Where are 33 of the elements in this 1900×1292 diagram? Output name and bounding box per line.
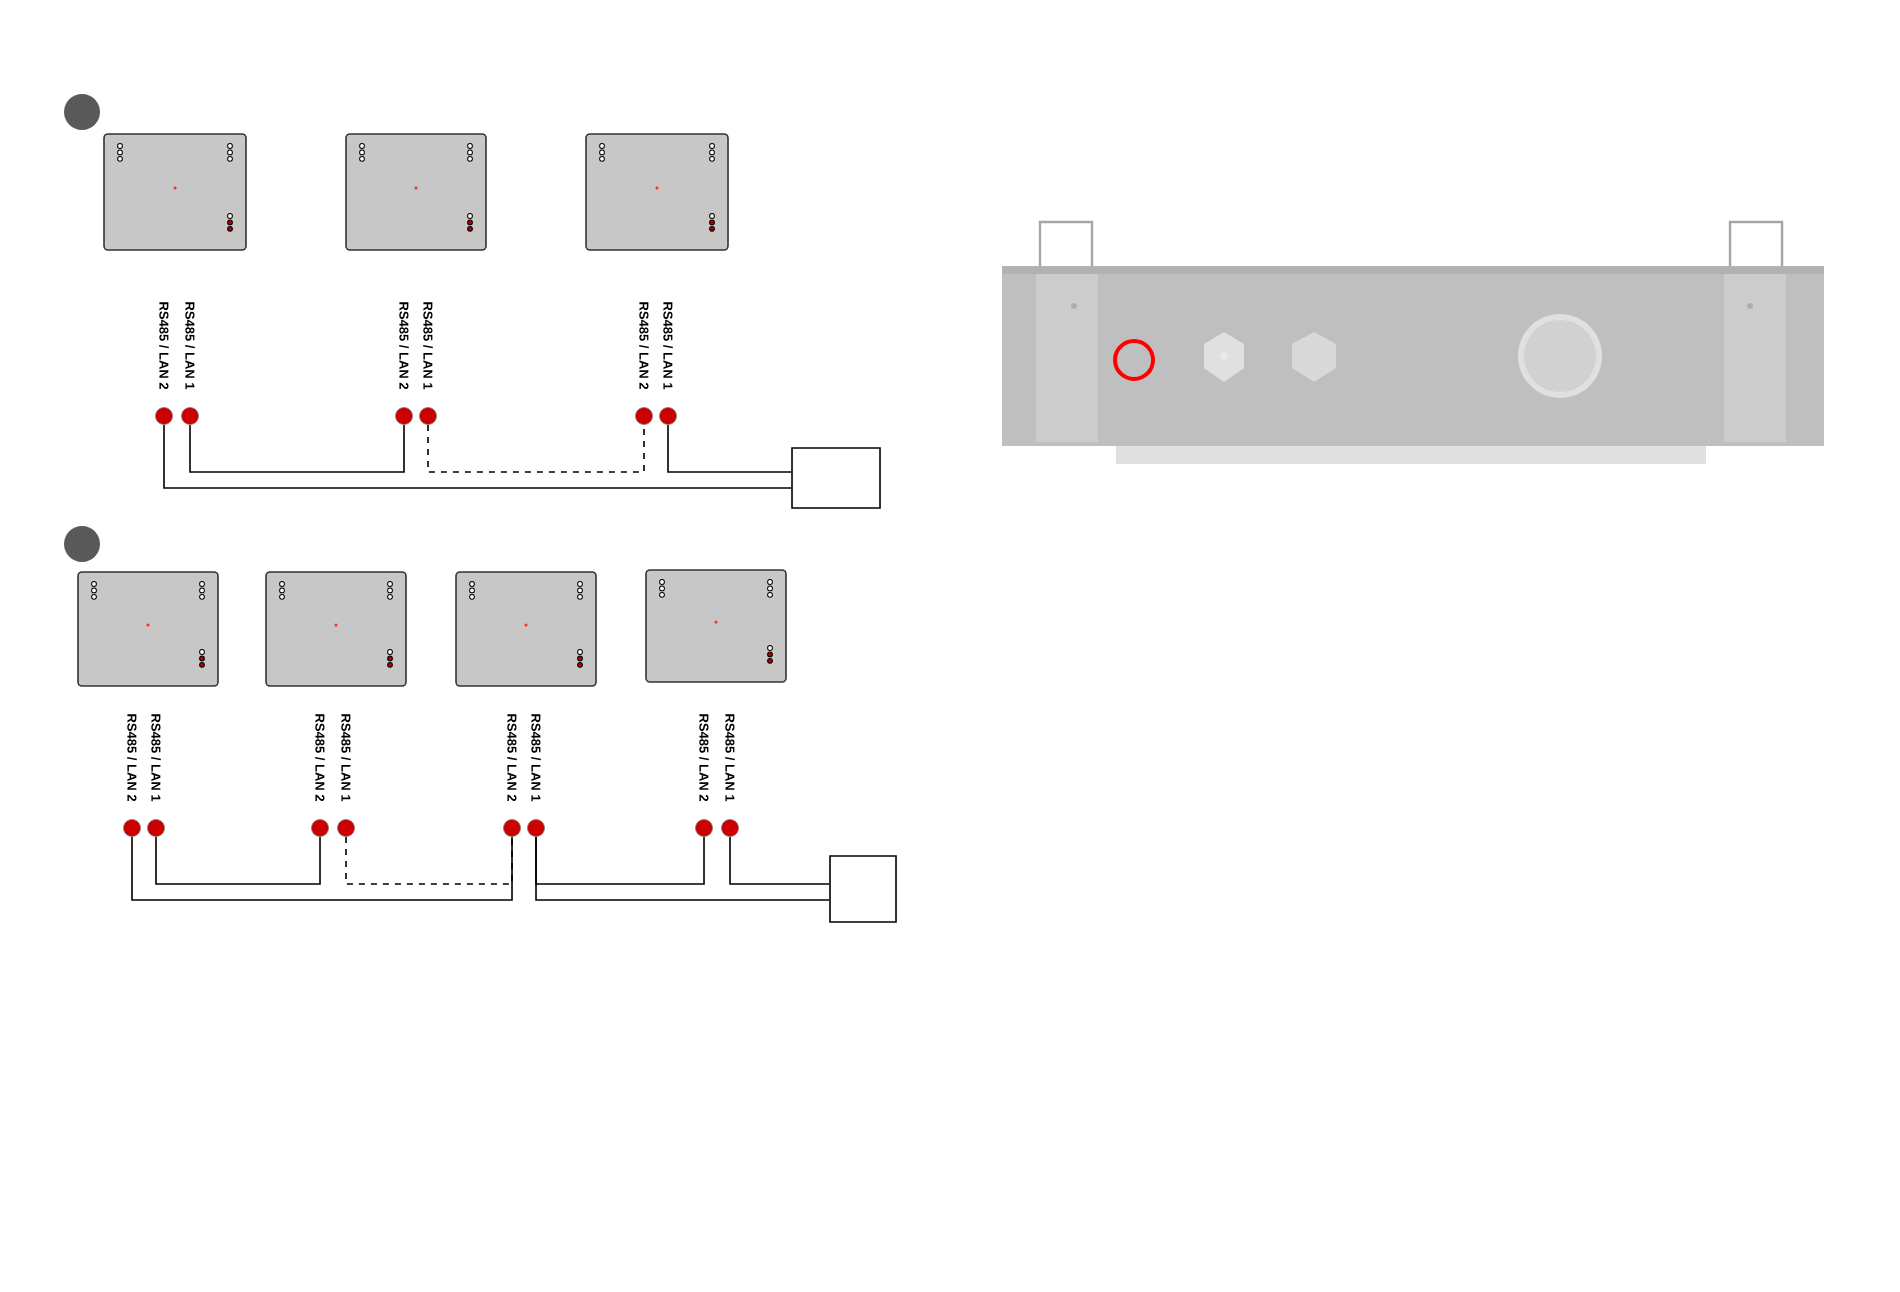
cable bbox=[427, 424, 645, 473]
cable bbox=[345, 836, 513, 885]
port-circle bbox=[181, 407, 199, 425]
port-circle bbox=[635, 407, 653, 425]
port-circle bbox=[395, 407, 413, 425]
port-circle bbox=[659, 407, 677, 425]
port-circle bbox=[527, 819, 545, 837]
port-circle bbox=[419, 407, 437, 425]
cable bbox=[163, 424, 792, 489]
port-circle bbox=[147, 819, 165, 837]
port-circle bbox=[311, 819, 329, 837]
inverter-box bbox=[103, 133, 247, 251]
cable bbox=[155, 836, 321, 885]
port-circle bbox=[503, 819, 521, 837]
port-circle bbox=[123, 819, 141, 837]
inverter-box bbox=[585, 133, 729, 251]
controller-box bbox=[829, 855, 897, 923]
cable bbox=[131, 836, 513, 901]
cable bbox=[729, 836, 830, 885]
port-circle bbox=[337, 819, 355, 837]
cable bbox=[535, 836, 705, 885]
port-circle bbox=[721, 819, 739, 837]
port-circle bbox=[695, 819, 713, 837]
cable bbox=[535, 836, 830, 901]
inverter-box bbox=[77, 571, 219, 687]
inverter-box bbox=[455, 571, 597, 687]
port-circle bbox=[155, 407, 173, 425]
inverter-box bbox=[345, 133, 487, 251]
controller-box bbox=[791, 447, 881, 509]
cable bbox=[189, 424, 405, 473]
inverter-box bbox=[645, 569, 787, 683]
cable bbox=[667, 424, 792, 473]
inverter-box bbox=[265, 571, 407, 687]
